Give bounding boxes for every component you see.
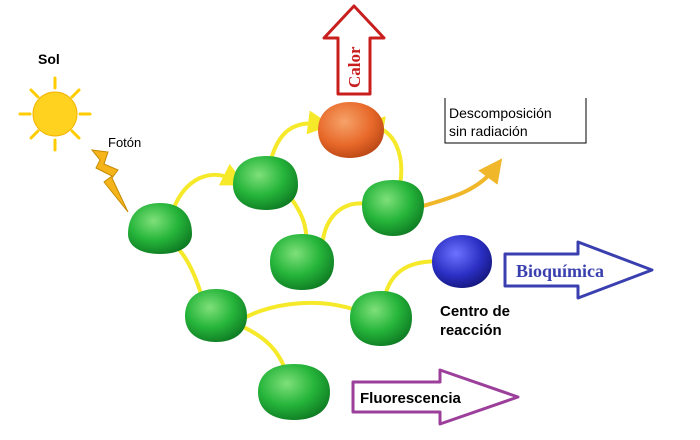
descomposicion-label-line2: sin radiación bbox=[449, 123, 528, 139]
calor-label: Calor bbox=[345, 46, 364, 88]
chlorophyll-molecule bbox=[185, 289, 247, 342]
chlorophyll-molecules bbox=[128, 156, 424, 420]
lightning-icon bbox=[90, 149, 129, 213]
bioquimica-label: Bioquímica bbox=[516, 261, 604, 281]
chlorophyll-molecule bbox=[233, 156, 298, 210]
foton-label: Fotón bbox=[108, 135, 141, 150]
chlorophyll-molecule bbox=[362, 180, 424, 236]
sol-label: Sol bbox=[38, 51, 60, 67]
descomposicion-box: Descomposición sin radiación bbox=[444, 98, 587, 144]
chlorophyll-molecule bbox=[128, 203, 192, 254]
heat-molecule bbox=[318, 102, 384, 158]
chlorophyll-molecule bbox=[350, 291, 412, 346]
energy-path bbox=[230, 299, 381, 328]
chlorophyll-molecule bbox=[258, 364, 330, 420]
calor-arrow: Calor bbox=[322, 4, 386, 96]
descomposicion-label-line1: Descomposición bbox=[449, 105, 552, 121]
sun-icon bbox=[18, 76, 92, 152]
bioquimica-arrow: Bioquímica bbox=[503, 240, 654, 300]
fluorescencia-label: Fluorescencia bbox=[360, 390, 462, 407]
fluorescencia-arrow: Fluorescencia bbox=[351, 368, 520, 426]
centro-label-line1: Centro de bbox=[440, 303, 510, 320]
reaction-center-molecule bbox=[432, 235, 492, 288]
energy-path bbox=[170, 163, 246, 216]
chlorophyll-molecule bbox=[270, 234, 334, 290]
centro-label-line2: reacción bbox=[440, 322, 502, 339]
